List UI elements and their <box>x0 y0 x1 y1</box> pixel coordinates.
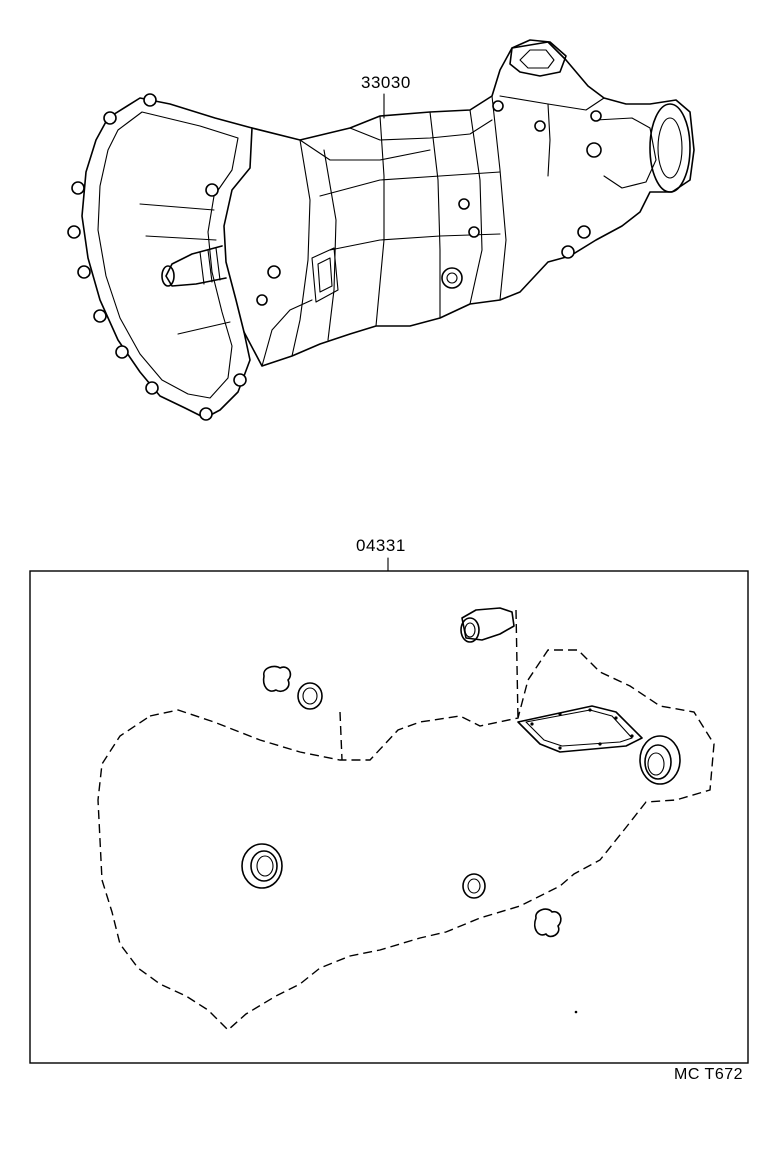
part-number-gasket-kit: 04331 <box>356 536 406 555</box>
transmission-assembly-drawing <box>67 39 695 421</box>
part-number-transmission-assembly: 33030 <box>361 73 411 92</box>
gasket-kit-drawing <box>29 557 749 1064</box>
kit-frame <box>29 570 749 1064</box>
figure-reference: MC T672 <box>674 1066 744 1083</box>
